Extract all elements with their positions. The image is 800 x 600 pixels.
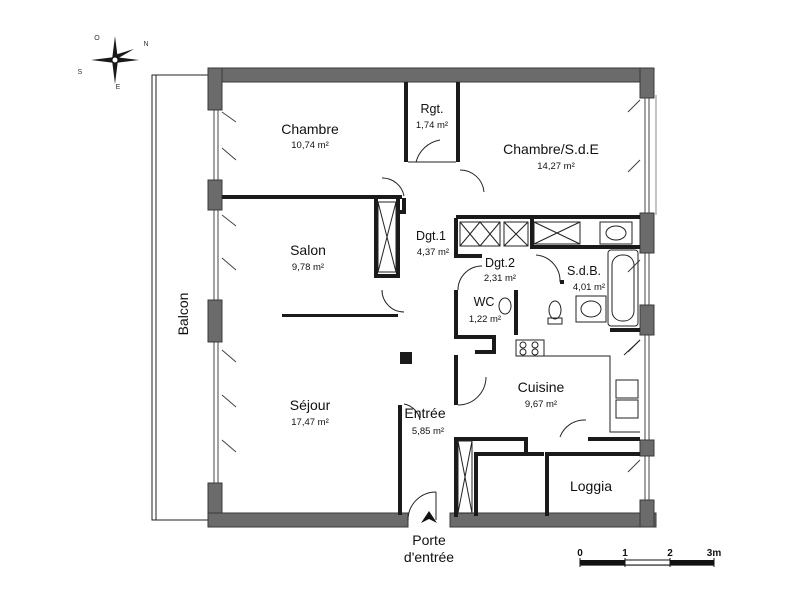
scale-label-0: 0: [577, 548, 583, 559]
room-salon-name: Salon: [290, 242, 326, 258]
room-loggia-name: Loggia: [570, 478, 612, 494]
room-chambre-area: 10,74 m²: [291, 140, 329, 151]
scale-label-3m: 3m: [707, 548, 722, 559]
compass-rose: N O S E: [78, 35, 149, 91]
compass-n-label: N: [143, 41, 148, 48]
room-balcon-name: Balcon: [175, 293, 191, 336]
compass-o-label: O: [94, 35, 100, 42]
entrance-arrow: [421, 511, 437, 523]
room-wc-area: 1,22 m²: [469, 314, 501, 325]
interior-walls: [222, 82, 640, 517]
scale-bar: 0 1 2 3m: [577, 548, 721, 567]
compass-e-label: E: [116, 84, 121, 91]
room-rgt-name: Rgt.: [421, 102, 444, 116]
room-chambre-name: Chambre: [281, 121, 339, 137]
fixtures: [498, 221, 641, 433]
room-dgt2-name: Dgt.2: [485, 256, 515, 270]
room-dgt2-area: 2,31 m²: [484, 273, 516, 284]
room-entree-name: Entrée: [404, 405, 445, 421]
room-chambre-sde-name: Chambre/S.d.E: [503, 141, 599, 157]
room-wc-name: WC: [474, 295, 495, 309]
room-sdb-name: S.d.B.: [567, 264, 601, 278]
doors: [377, 139, 587, 521]
scale-label-2: 2: [667, 548, 673, 559]
room-cuisine-name: Cuisine: [518, 379, 565, 395]
room-sdb-area: 4,01 m²: [573, 282, 605, 293]
entrance-label-line1: Porte: [412, 532, 446, 548]
balcony-outline: [151, 74, 208, 521]
entrance-label-line2: d'entrée: [404, 549, 454, 565]
room-rgt-area: 1,74 m²: [416, 120, 448, 131]
compass-s-label: S: [78, 69, 83, 76]
room-entree-area: 5,85 m²: [412, 426, 444, 437]
windows: [213, 95, 657, 500]
room-sejour-area: 17,47 m²: [291, 417, 329, 428]
room-dgt1-area: 4,37 m²: [417, 247, 449, 258]
room-salon-area: 9,78 m²: [292, 262, 324, 273]
room-sejour-name: Séjour: [290, 397, 331, 413]
exterior-walls: [207, 67, 657, 528]
scale-label-1: 1: [622, 548, 628, 559]
room-chambre-sde-area: 14,27 m²: [537, 161, 575, 172]
room-dgt1-name: Dgt.1: [416, 229, 446, 243]
room-cuisine-area: 9,67 m²: [525, 399, 557, 410]
